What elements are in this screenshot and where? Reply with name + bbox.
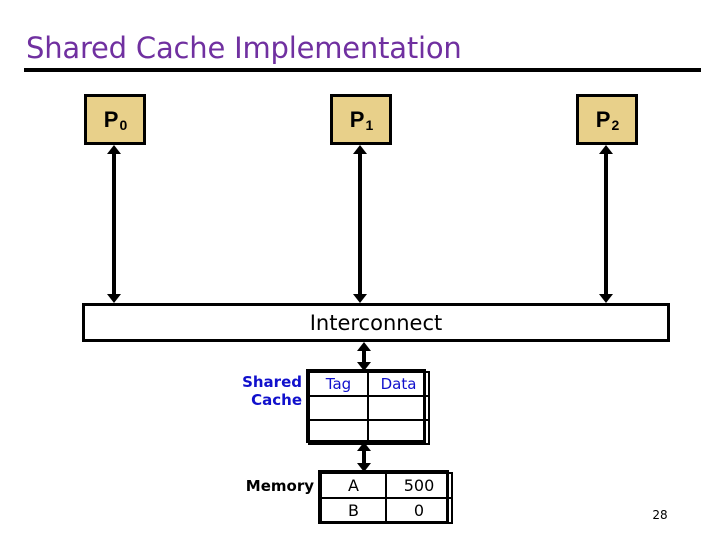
title-divider <box>24 68 701 72</box>
cache-header-tag: Tag <box>308 371 369 397</box>
processor-label-p0: P <box>103 106 119 132</box>
shared-cache-label-line2: Cache <box>251 391 302 409</box>
cache-cell-tag-1 <box>308 419 369 445</box>
cache-cell-tag-0 <box>308 395 369 421</box>
arrow-shaft <box>604 152 608 296</box>
table-row <box>308 395 430 421</box>
arrow-shaft <box>362 348 366 365</box>
memory-cell-value-1: 0 <box>385 497 453 524</box>
arrow-cache-to-memory <box>354 442 374 472</box>
arrow-head-up-icon <box>357 342 371 351</box>
shared-cache-label: Shared Cache <box>182 373 302 409</box>
processor-index-p0: 0 <box>119 116 128 133</box>
arrow-head-up-icon <box>357 442 371 451</box>
memory-cell-address-0: A <box>320 472 387 499</box>
arrow-head-down-icon <box>357 463 371 472</box>
cache-header-data: Data <box>367 371 430 397</box>
cache-cell-data-0 <box>367 395 430 421</box>
shared-cache-label-line1: Shared <box>242 373 302 391</box>
arrow-p2-to-interconnect <box>596 145 616 303</box>
interconnect-label: Interconnect <box>309 310 443 335</box>
arrow-head-up-icon <box>353 145 367 154</box>
arrow-head-down-icon <box>599 294 613 303</box>
table-row: B 0 <box>320 497 453 524</box>
memory-table: A 500 B 0 <box>320 472 453 524</box>
shared-cache-table: Tag Data <box>308 371 430 445</box>
arrow-head-down-icon <box>353 294 367 303</box>
arrow-shaft <box>358 152 362 296</box>
table-row <box>308 419 430 445</box>
arrow-p0-to-interconnect <box>104 145 124 303</box>
arrow-head-up-icon <box>599 145 613 154</box>
arrow-shaft <box>112 152 116 296</box>
arrow-head-down-icon <box>107 294 121 303</box>
arrow-head-down-icon <box>357 362 371 371</box>
cache-cell-data-1 <box>367 419 430 445</box>
page-title: Shared Cache Implementation <box>26 31 462 65</box>
arrow-p1-to-interconnect <box>350 145 370 303</box>
processor-label-p2: P <box>595 106 611 132</box>
table-row-header: Tag Data <box>308 371 430 397</box>
arrow-interconnect-to-cache <box>354 342 374 371</box>
arrow-shaft <box>362 448 366 466</box>
processor-index-p1: 1 <box>365 116 374 133</box>
memory-cell-value-0: 500 <box>385 472 453 499</box>
table-row: A 500 <box>320 472 453 499</box>
arrow-head-up-icon <box>107 145 121 154</box>
page-number: 28 <box>652 508 668 522</box>
processor-index-p2: 2 <box>611 116 620 133</box>
memory-label: Memory <box>245 477 314 495</box>
interconnect-box: Interconnect <box>82 303 670 342</box>
memory-cell-address-1: B <box>320 497 387 524</box>
processor-label-p1: P <box>349 106 365 132</box>
